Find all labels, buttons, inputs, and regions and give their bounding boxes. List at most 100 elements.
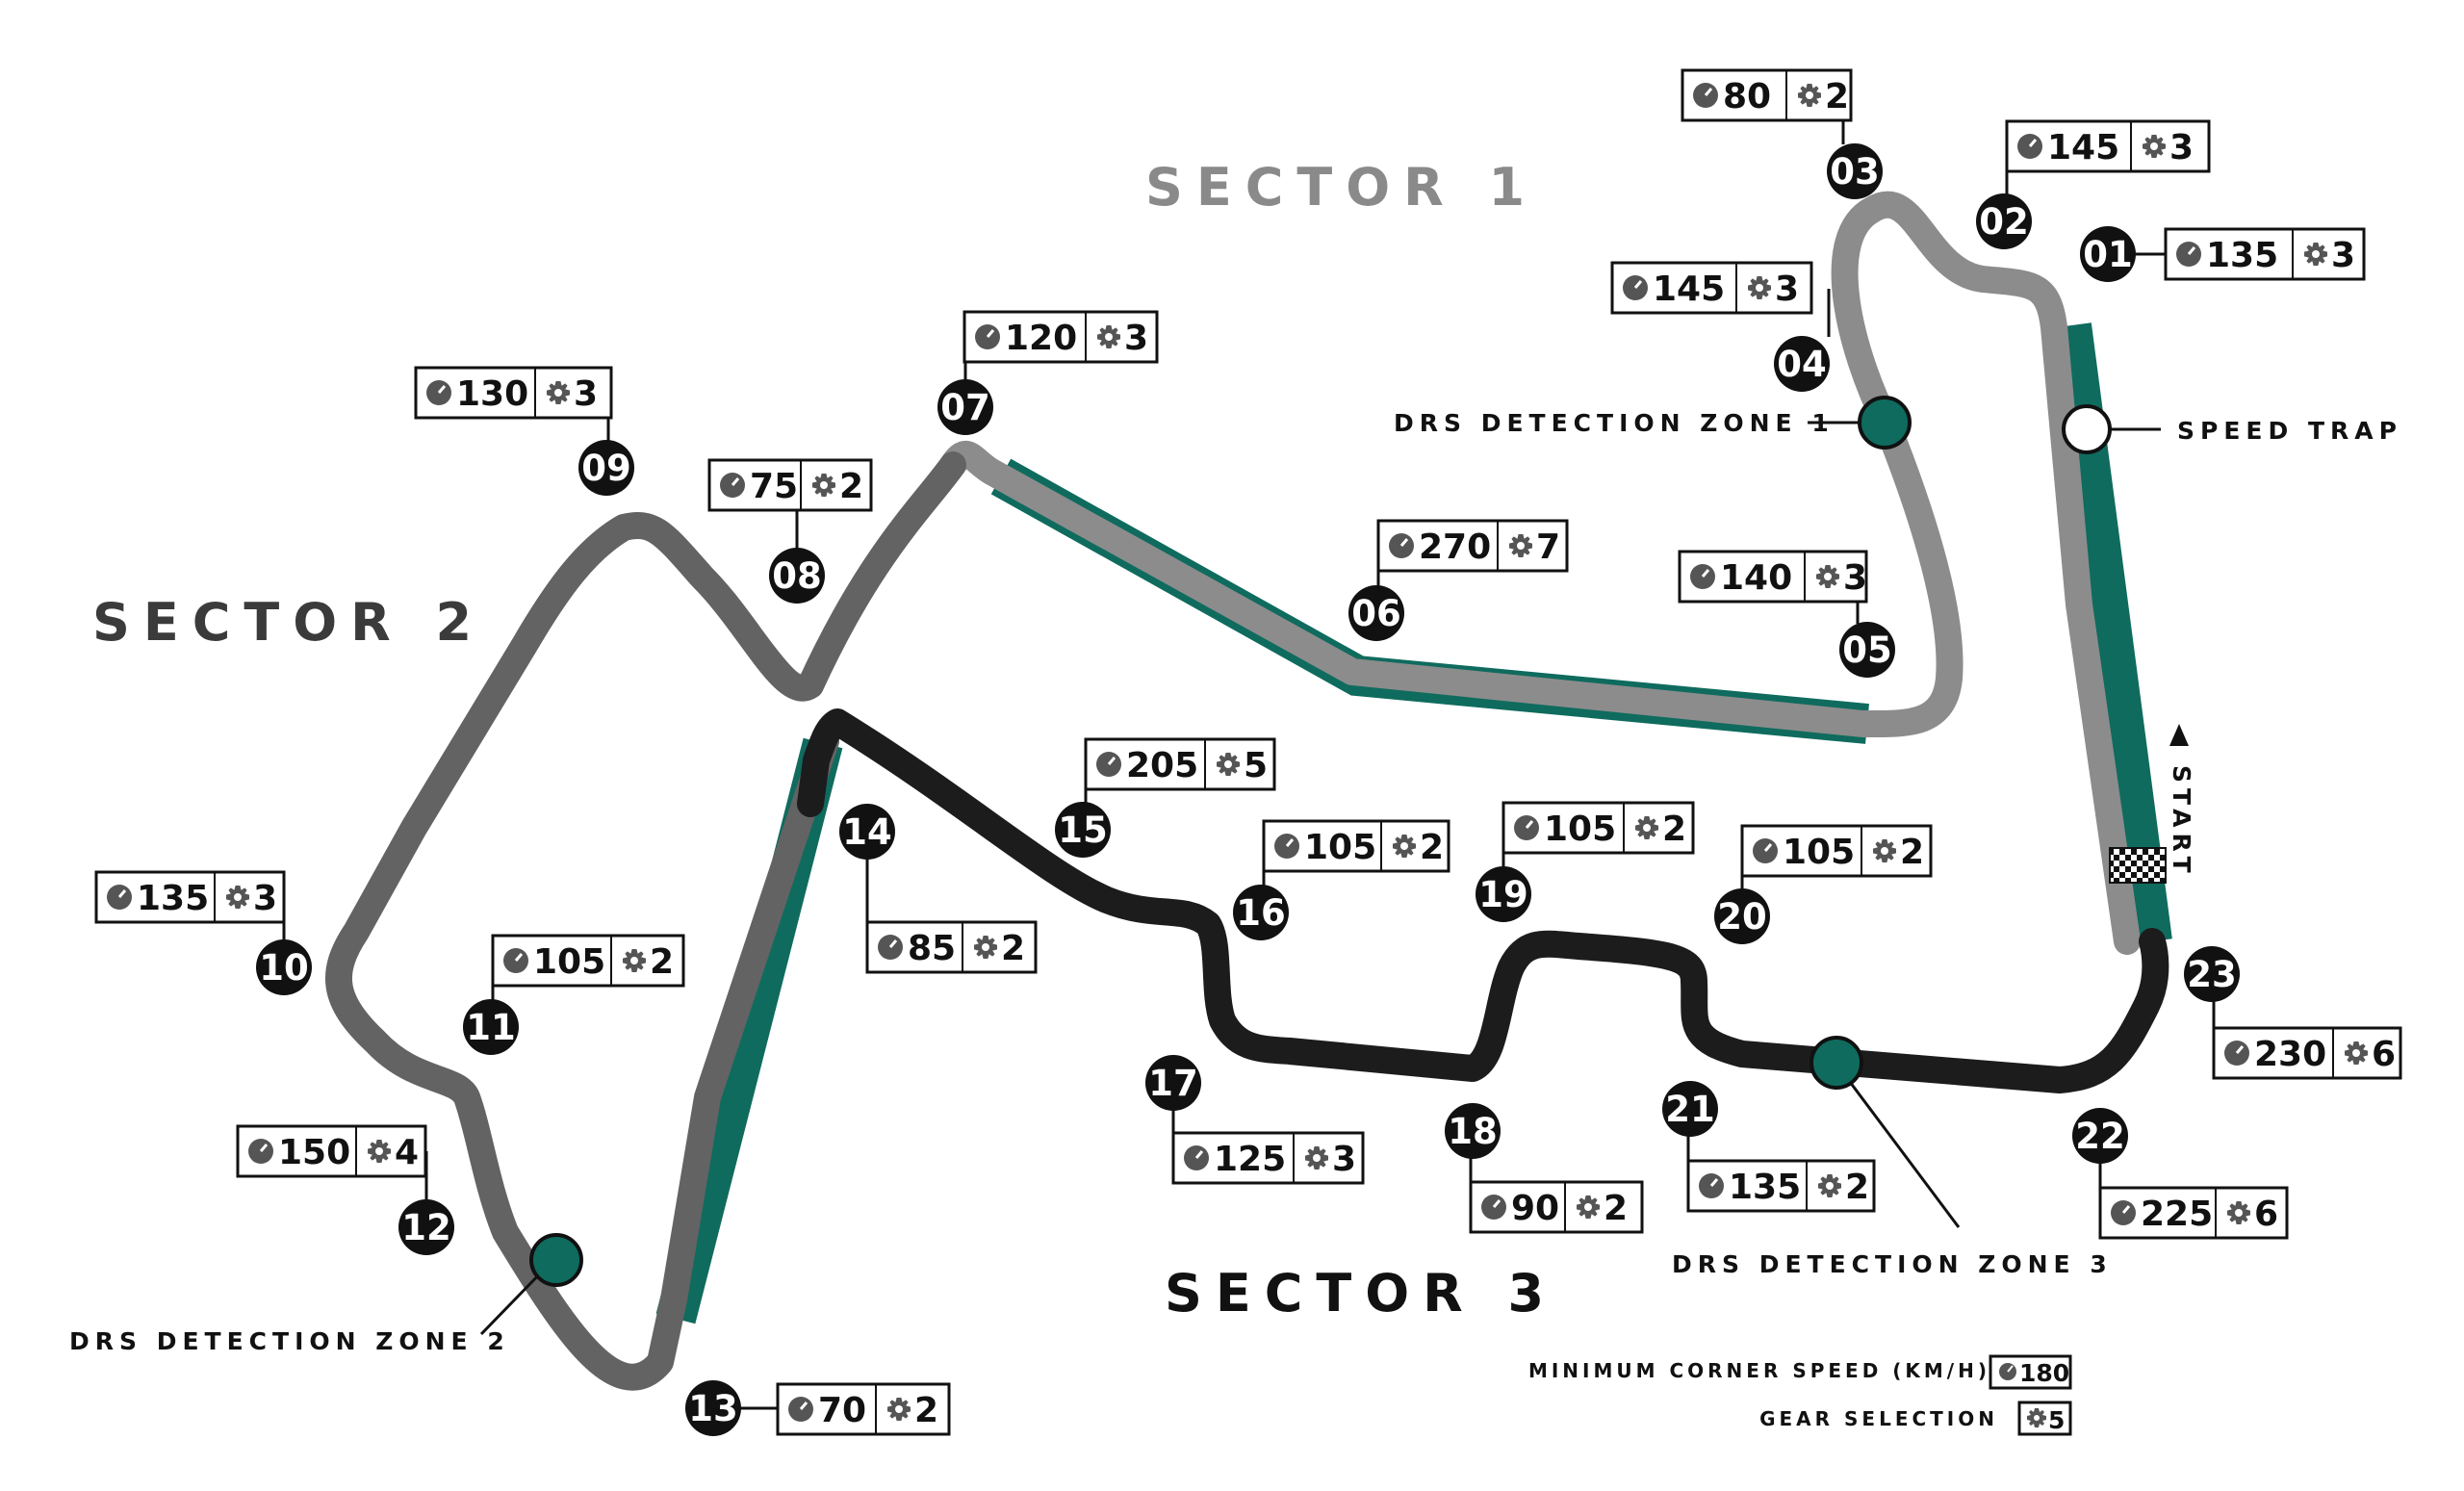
corner-number: 21 [1665,1089,1715,1130]
corner-min-speed: 130 [456,374,528,414]
gear-icon [1798,84,1821,107]
corner-gear: 3 [1124,319,1148,358]
corner-number-marker [2184,946,2240,1002]
corner-number-marker [1348,585,1404,641]
speedometer-icon [1753,838,1778,863]
corner-gear: 2 [1420,828,1444,867]
gear-icon [2027,1408,2046,1427]
gear-icon [1873,839,1896,862]
corner-min-speed: 205 [1126,746,1198,785]
gear-icon [547,381,570,404]
corner-min-speed: 270 [1419,527,1491,567]
corner-min-speed: 70 [818,1391,866,1430]
gear-icon [1748,276,1771,299]
corner-06: 270 7 06 [1348,519,1569,641]
corner-number: 08 [772,555,822,597]
speedometer-icon [975,324,1000,349]
corner-min-speed: 105 [1783,833,1855,872]
corner-min-speed: 120 [1005,319,1077,358]
legend-speed-label: MINIMUM CORNER SPEED (KM/H) [1528,1359,1990,1382]
gear-icon [1097,325,1120,348]
corner-number: 22 [2075,1116,2125,1157]
drs-detection-3: DRS DETECTION ZONE 3 [1672,1036,2107,1278]
gear-icon [1818,1174,1841,1197]
gear-icon [1577,1195,1600,1219]
gear-icon [2304,243,2327,266]
corner-gear: 2 [1001,929,1025,968]
corner-number: 01 [2083,234,2133,275]
speedometer-icon [788,1397,813,1422]
corner-number-marker [578,440,634,496]
corner-number-marker [839,804,895,860]
corner-min-speed: 150 [278,1133,350,1172]
gear-icon [2143,135,2166,158]
drs-detection-2-marker [529,1233,583,1287]
speedometer-icon [1690,564,1715,589]
gear-icon [368,1140,391,1163]
corner-number-marker [1055,802,1111,858]
corner-min-speed: 135 [2206,236,2278,275]
speedometer-icon [2176,242,2201,267]
drs-detection-1-label: DRS DETECTION ZONE 1 [1394,409,1835,437]
corner-number: 06 [1351,593,1401,634]
corner-min-speed: 105 [1304,828,1376,867]
speedometer-icon [1389,533,1414,558]
sector-3-title: SECTOR 3 [1165,1263,1557,1324]
corner-number-marker [2072,1108,2128,1164]
drs-detection-2: DRS DETECTION ZONE 2 [69,1233,583,1355]
corner-number-marker [256,939,312,995]
corner-min-speed: 145 [1653,270,1725,309]
corner-gear: 2 [1845,1168,1869,1207]
corner-number-marker [2080,226,2136,282]
corner-number: 19 [1478,874,1528,915]
corner-gear: 2 [1825,77,1849,116]
corner-number: 05 [1842,630,1892,671]
corner-number-marker [1839,622,1895,678]
speedometer-icon [720,473,745,498]
legend-gear-label: GEAR SELECTION [1759,1407,1998,1430]
start-arrow-icon [2169,724,2189,746]
gear-icon [1635,816,1658,839]
corner-min-speed: 140 [1720,558,1792,598]
corner-number: 07 [940,387,990,428]
corner-gear: 2 [650,942,674,982]
corner-number-marker [937,379,993,435]
corner-gear: 2 [839,467,863,506]
corner-min-speed: 125 [1214,1140,1286,1179]
corner-number: 23 [2187,954,2237,995]
corner-min-speed: 135 [137,879,209,918]
corner-number: 18 [1448,1111,1498,1152]
drs-detection-1-marker [1858,396,1912,450]
corner-number-marker [1976,193,2032,249]
corner-number-marker [685,1380,741,1436]
gear-icon [1393,835,1416,858]
corner-gear: 2 [1662,810,1686,849]
corner-07: 120 3 07 [937,310,1159,435]
start-label: START [2168,765,2195,879]
drs-detection-2-label: DRS DETECTION ZONE 2 [69,1327,510,1355]
corner-gear: 7 [1536,527,1560,567]
drs-detection-1: DRS DETECTION ZONE 1 [1394,396,1912,450]
corner-number: 15 [1058,810,1108,851]
gear-icon [1509,534,1532,557]
corner-gear: 2 [914,1391,938,1430]
speedometer-icon [2224,1041,2249,1066]
corner-number-marker [1445,1103,1501,1159]
start-finish-line [2109,847,2167,884]
corner-gear: 6 [2372,1035,2396,1074]
corner-number-marker [1145,1055,1201,1111]
corner-number-marker [1233,885,1289,940]
gear-icon [887,1398,911,1421]
